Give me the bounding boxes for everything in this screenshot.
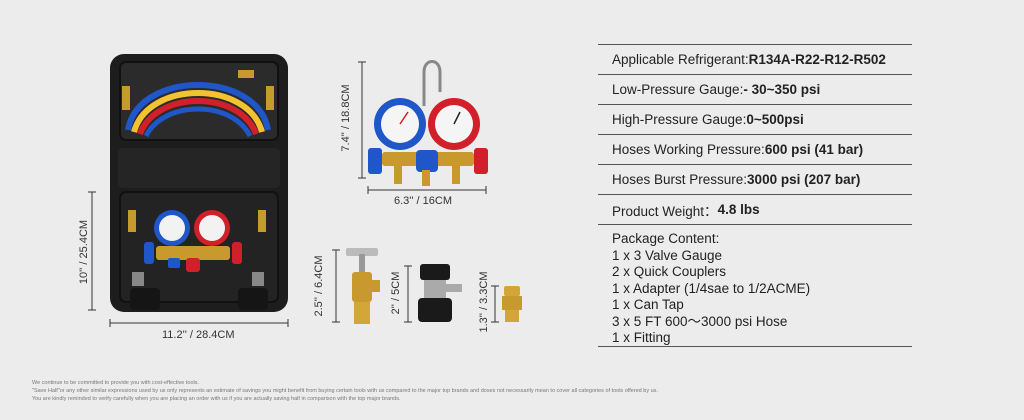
fitting-image bbox=[502, 286, 522, 322]
spec-table: Applicable Refrigerant: R134A-R22-R12-R5… bbox=[598, 44, 912, 347]
quick-coupler-image bbox=[418, 264, 462, 322]
spec-row-high-pressure: High-Pressure Gauge: 0~500psi bbox=[598, 105, 912, 135]
can-tap-height-label: 2.5'' / 6.4CM bbox=[313, 255, 325, 317]
case-width-line bbox=[109, 319, 289, 327]
case-height-line bbox=[88, 191, 96, 311]
disclaimer: We continue to be committed to provide y… bbox=[32, 379, 792, 403]
disclaimer-line: We continue to be committed to provide y… bbox=[32, 380, 200, 386]
case-width-label: 11.2'' / 28.4CM bbox=[162, 329, 235, 341]
gauge-width-line bbox=[367, 186, 487, 194]
list-item: 2 x Quick Couplers bbox=[612, 264, 727, 280]
spec-label: Applicable Refrigerant: bbox=[612, 52, 749, 67]
spec-value: 3000 psi (207 bar) bbox=[747, 172, 861, 187]
spec-row-low-pressure: Low-Pressure Gauge: - 30~350 psi bbox=[598, 75, 912, 105]
spec-value: 4.8 lbs bbox=[717, 202, 760, 217]
spec-label: Product Weight： bbox=[612, 203, 718, 219]
disclaimer-line: You are kindly reminded to verify carefu… bbox=[32, 396, 401, 402]
case-height-label: 10'' / 25.4CM bbox=[78, 219, 90, 285]
spec-value: R134A-R22-R12-R502 bbox=[748, 52, 886, 67]
spec-row-weight: Product Weight： 4.8 lbs bbox=[598, 195, 912, 225]
gauge-height-label: 7.4'' / 18.8CM bbox=[340, 84, 352, 152]
gauge-width-label: 6.3'' / 16CM bbox=[394, 195, 453, 207]
spec-label: Hoses Working Pressure: bbox=[612, 142, 765, 157]
can-tap-height-line bbox=[332, 249, 340, 323]
fitting-height-line bbox=[491, 285, 499, 323]
spec-row-refrigerant: Applicable Refrigerant: R134A-R22-R12-R5… bbox=[598, 44, 912, 75]
package-content-title: Package Content: bbox=[612, 231, 720, 246]
spec-value: 0~500psi bbox=[746, 112, 804, 127]
gauge-manifold-image bbox=[368, 60, 488, 186]
fitting-height-label: 1.3'' / 3.3CM bbox=[478, 271, 490, 333]
spec-label: Hoses Burst Pressure: bbox=[612, 172, 748, 187]
spec-row-working-pressure: Hoses Working Pressure: 600 psi (41 bar) bbox=[598, 135, 912, 165]
spec-value: - 30~350 psi bbox=[743, 82, 821, 97]
spec-label: Low-Pressure Gauge: bbox=[612, 82, 744, 97]
spec-value: 600 psi (41 bar) bbox=[764, 142, 864, 157]
spec-row-burst-pressure: Hoses Burst Pressure: 3000 psi (207 bar) bbox=[598, 165, 912, 195]
list-item: 3 x 5 FT 600～3000 psi Hose bbox=[612, 313, 788, 329]
list-item: 1 x Fitting bbox=[612, 330, 671, 346]
gauge-height-line bbox=[358, 61, 366, 179]
case-image bbox=[110, 54, 288, 312]
list-item: 1 x 3 Valve Gauge bbox=[612, 248, 723, 263]
package-content: Package Content: 1 x 3 Valve Gauge 2 x Q… bbox=[598, 225, 912, 347]
list-item: 1 x Can Tap bbox=[612, 297, 684, 313]
coupler-height-label: 2'' / 5CM bbox=[390, 271, 402, 315]
list-item: 1 x Adapter (1/4sae to 1/2ACME) bbox=[612, 280, 811, 296]
can-tap-image bbox=[346, 248, 380, 324]
spec-label: High-Pressure Gauge: bbox=[612, 112, 747, 127]
coupler-height-line bbox=[404, 265, 412, 323]
disclaimer-line: "Save Half"or any other similar expressi… bbox=[32, 388, 658, 394]
